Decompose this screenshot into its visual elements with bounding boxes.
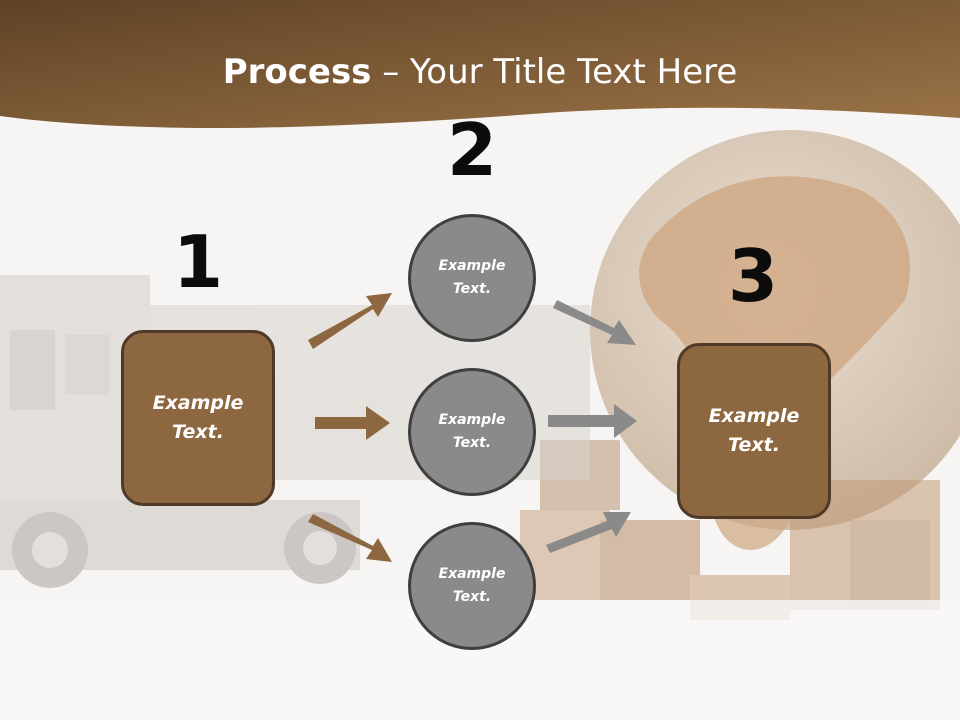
arrow-1-to-2c xyxy=(308,514,392,562)
arrow-2b-to-3 xyxy=(548,404,637,438)
step-number-3: 3 xyxy=(727,234,779,318)
arrow-1-to-2a xyxy=(308,293,392,349)
title-rest-text: – Your Title Text Here xyxy=(371,52,738,92)
title-bold-text: Process xyxy=(222,52,372,92)
arrow-2a-to-3 xyxy=(553,300,636,345)
step-2-circle-middle: Example Text. xyxy=(408,368,536,496)
step-2-circle-top: Example Text. xyxy=(408,214,536,342)
step-1-text: Example Text. xyxy=(152,392,244,443)
circle-middle-text: Example Text. xyxy=(438,412,506,451)
step-3-text: Example Text. xyxy=(708,405,800,456)
arrow-2c-to-3 xyxy=(546,512,631,553)
step-number-2: 2 xyxy=(446,108,498,192)
circle-bottom-text: Example Text. xyxy=(438,566,506,605)
arrow-1-to-2b xyxy=(315,406,390,440)
slide-title: Process – Your Title Text Here xyxy=(0,52,960,92)
step-number-1: 1 xyxy=(172,220,224,304)
circle-top-text: Example Text. xyxy=(438,258,506,297)
step-3-box: Example Text. xyxy=(677,343,831,519)
header-band xyxy=(0,0,960,129)
step-2-circle-bottom: Example Text. xyxy=(408,522,536,650)
step-1-box: Example Text. xyxy=(121,330,275,506)
